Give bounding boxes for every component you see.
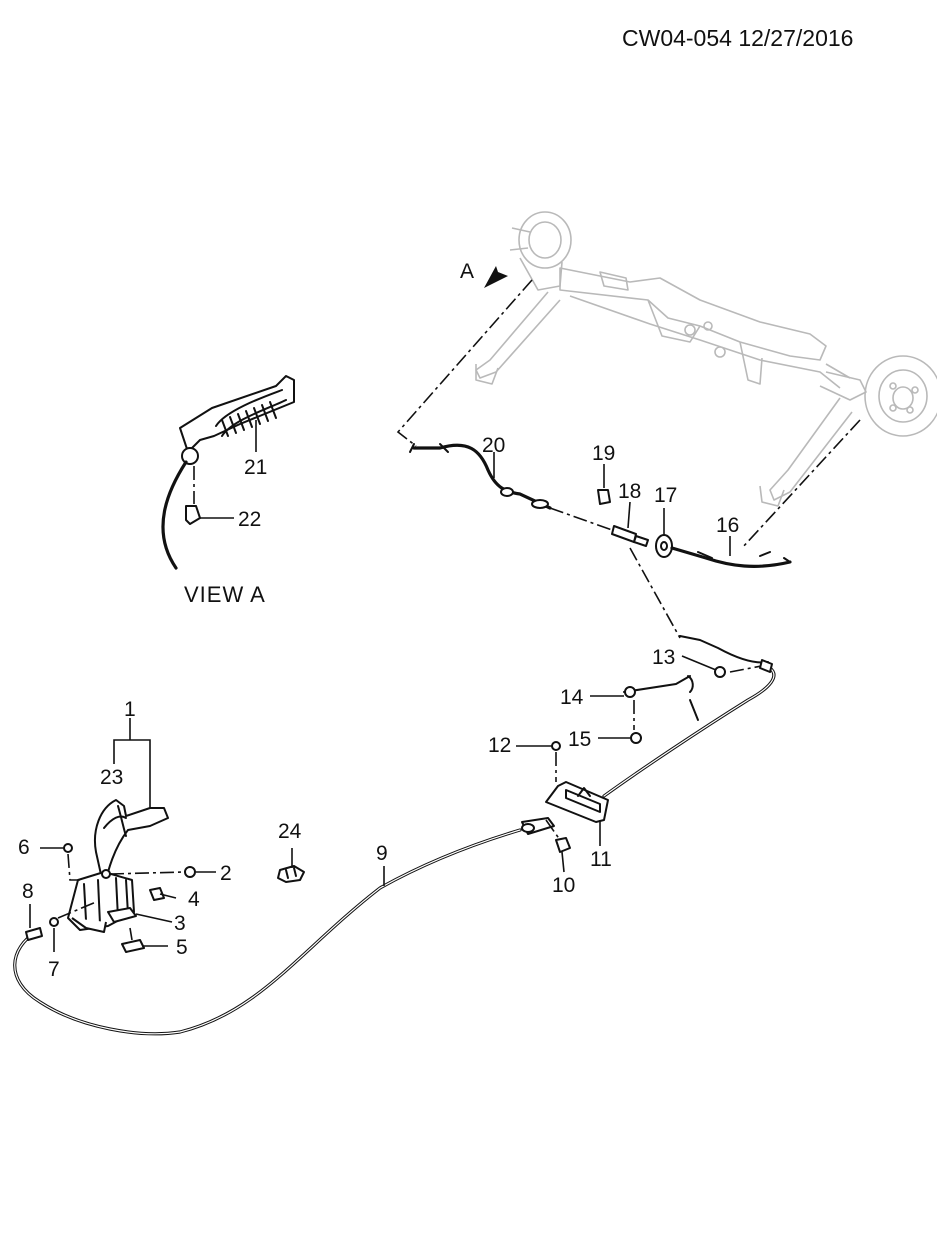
callout-22: 22: [238, 508, 261, 531]
callout-6: 6: [18, 836, 30, 859]
callout-5: 5: [176, 936, 188, 959]
callout-24: 24: [278, 820, 302, 843]
callout-9: 9: [376, 842, 388, 865]
callout-10: 10: [552, 874, 575, 897]
diagram-code-date: CW04-054 12/27/2016: [622, 25, 853, 51]
arrow-a-label: A: [460, 260, 474, 283]
callout-21: 21: [244, 456, 267, 479]
callout-23: 23: [100, 766, 123, 789]
callout-17: 17: [654, 484, 677, 507]
spring-coil: [215, 389, 287, 437]
callout-8: 8: [22, 880, 34, 903]
rear-cable-set: [409, 443, 792, 568]
rear-axle-assembly: [475, 211, 937, 507]
callout-3: 3: [174, 912, 186, 935]
callout-16: 16: [716, 514, 739, 537]
callout-7: 7: [48, 958, 60, 981]
callout-20: 20: [482, 434, 505, 457]
callout-15: 15: [568, 728, 591, 751]
callout-11: 11: [590, 848, 612, 871]
callout-4: 4: [188, 888, 200, 911]
callout-leaders: [29, 420, 731, 952]
callout-19: 19: [592, 442, 615, 465]
view-a-label: VIEW A: [184, 582, 266, 607]
callout-1: 1: [124, 698, 136, 721]
callout-numbers: 1 23 2 4 3 5 6 8 7 24 9 10 11 12 15 14 1…: [18, 434, 739, 981]
clip-24: [277, 865, 305, 883]
view-a-arrow: A: [460, 260, 508, 288]
callout-12: 12: [488, 734, 511, 757]
view-a-detail: VIEW A: [161, 375, 295, 607]
callout-18: 18: [618, 480, 641, 503]
front-cable-assembly: [13, 635, 776, 1036]
callout-2: 2: [220, 862, 232, 885]
callout-14: 14: [560, 686, 584, 709]
parking-brake-pedal-assembly: [25, 718, 196, 953]
callout-13: 13: [652, 646, 675, 669]
